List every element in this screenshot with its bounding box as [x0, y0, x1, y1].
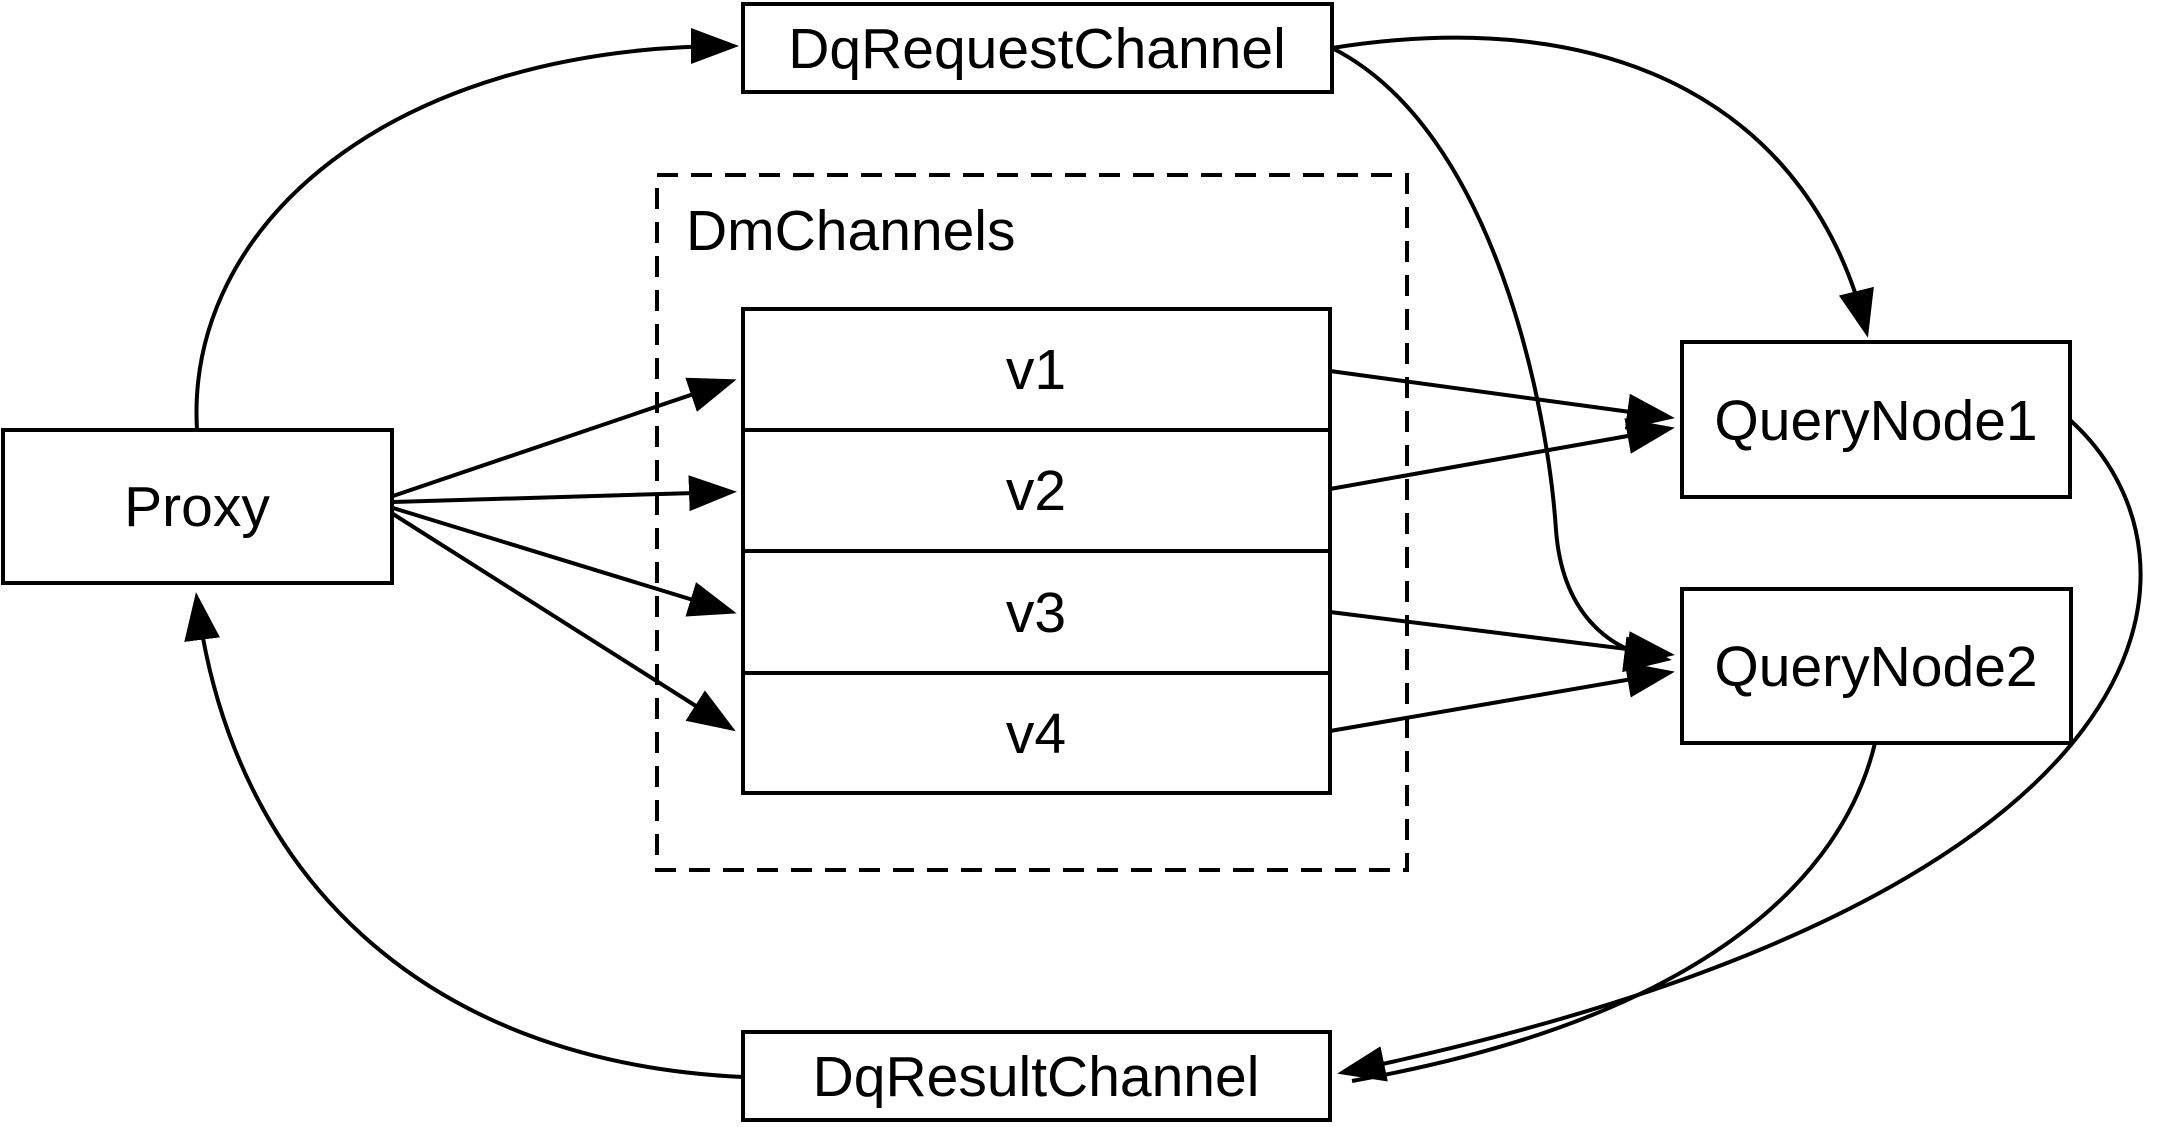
edge-v2-to-querynode1 [1329, 418, 1675, 491]
edge-proxy-to-v2 [392, 475, 737, 512]
v2-label: v2 [1006, 459, 1066, 523]
edge-querynode2-to-dqresultchannel [1351, 742, 1877, 1083]
edge-v1-to-querynode1 [1329, 369, 1675, 430]
edge-proxy-to-v3 [392, 506, 737, 617]
edge-proxy-to-dqrequestchannel [194, 28, 739, 431]
dmchannels-label: DmChannels [686, 199, 1015, 263]
v4-label: v4 [1006, 702, 1066, 766]
edge-v4-to-querynode2 [1329, 662, 1675, 733]
node-querynode2: QueryNode2 [1680, 587, 2073, 745]
node-dqrequestchannel: DqRequestChannel [741, 2, 1334, 94]
channel-stack: v1 v2 v3 v4 [741, 307, 1332, 795]
querynode2-box [1680, 587, 2073, 745]
dqresultchannel-box [741, 1030, 1332, 1122]
edge-proxy-to-v4 [391, 512, 736, 732]
group-dmchannels: DmChannels [655, 173, 1409, 872]
querynode1-label: QueryNode1 [1714, 389, 2037, 453]
edge-querynode1-to-dqresultchannel [1337, 418, 2143, 1082]
node-querynode1: QueryNode1 [1680, 340, 2072, 499]
proxy-label: Proxy [124, 475, 270, 539]
edge-dqrequestchannel-to-querynode1 [1331, 35, 1874, 338]
proxy-box [1, 428, 394, 585]
node-proxy: Proxy [1, 428, 394, 585]
dqresultchannel-label: DqResultChannel [813, 1045, 1260, 1109]
edge-dqresultchannel-to-proxy [184, 592, 744, 1079]
edge-proxy-to-v1 [392, 377, 737, 498]
edge-dqrequestchannel-to-querynode2 [1331, 46, 1672, 673]
dqrequestchannel-label: DqRequestChannel [788, 17, 1286, 81]
edge-v3-to-querynode2 [1329, 610, 1675, 667]
v1-label: v1 [1006, 338, 1066, 402]
dqrequestchannel-box [741, 2, 1334, 94]
node-dqresultchannel: DqResultChannel [741, 1030, 1332, 1122]
querynode2-label: QueryNode2 [1714, 635, 2037, 699]
dmchannels-border [655, 173, 1409, 872]
querynode1-box [1680, 340, 2072, 499]
v3-label: v3 [1006, 581, 1066, 645]
